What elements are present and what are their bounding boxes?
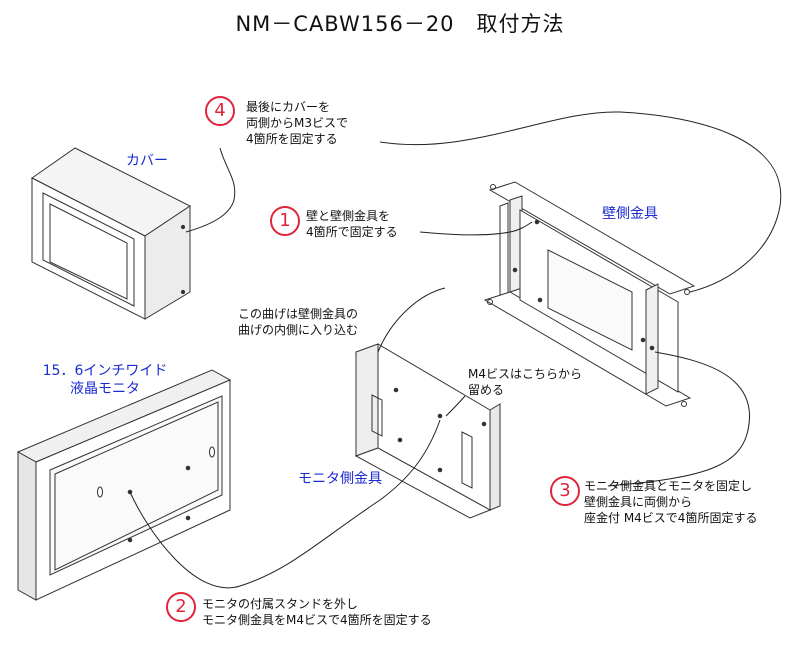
page-title: NM－CABW156－20 取付方法 bbox=[235, 12, 565, 36]
step-4-line-2: 両側からM3ビスで bbox=[246, 116, 348, 130]
step-4-number: 4 bbox=[205, 96, 235, 126]
step-1-line-1: 壁と壁側金具を bbox=[306, 209, 391, 223]
step-4-text: 最後にカバーを 両側からM3ビスで 4箇所を固定する bbox=[246, 99, 348, 147]
step-2-line-1: モニタの付属スタンドを外し bbox=[202, 597, 359, 611]
step-2-number: 2 bbox=[166, 592, 196, 622]
m4-note: M4ビスはこちらから 留める bbox=[468, 366, 582, 398]
step-1-number: 1 bbox=[270, 206, 300, 236]
step-2-text: モニタの付属スタンドを外し モニタ側金具をM4ビスで4箇所を固定する bbox=[202, 596, 432, 628]
step-2-line-2: モニタ側金具をM4ビスで4箇所を固定する bbox=[202, 613, 432, 627]
wall-bracket-drawing bbox=[483, 181, 696, 407]
step-3-line-2: 壁側金具に両側から bbox=[584, 495, 693, 509]
step-4-line-1: 最後にカバーを bbox=[246, 100, 331, 114]
bend-note: この曲げは壁側金具の 曲げの内側に入り込む bbox=[238, 306, 358, 338]
leader-lines bbox=[129, 111, 782, 589]
bend-note-line-2: 曲げの内側に入り込む bbox=[238, 323, 359, 337]
monitor-bracket-drawing bbox=[354, 343, 501, 519]
step-4-line-3: 4箇所を固定する bbox=[246, 132, 338, 146]
step-1-line-2: 4箇所で固定する bbox=[306, 225, 398, 239]
m4-note-line-2: 留める bbox=[468, 383, 505, 397]
m4-note-line-1: M4ビスはこちらから bbox=[468, 367, 582, 381]
step-3-line-1: モニタ側金具とモニタを固定し bbox=[584, 479, 753, 493]
cover-label: カバー bbox=[126, 153, 168, 169]
monitor-label-line-1: 15．6インチワイド bbox=[42, 363, 168, 379]
step-3-number: 3 bbox=[550, 476, 580, 506]
monitor-label-line-2: 液晶モニタ bbox=[70, 381, 140, 397]
monitor-drawing bbox=[16, 369, 232, 601]
monitor-bracket-label: モニタ側金具 bbox=[298, 471, 382, 487]
monitor-label: 15．6インチワイド 液晶モニタ bbox=[30, 362, 180, 398]
step-1-text: 壁と壁側金具を 4箇所で固定する bbox=[306, 208, 398, 240]
wall-bracket-label: 壁側金具 bbox=[602, 206, 658, 222]
step-3-line-3: 座金付 M4ビスで4箇所固定する bbox=[584, 511, 758, 525]
step-3-text: モニタ側金具とモニタを固定し 壁側金具に両側から 座金付 M4ビスで4箇所固定す… bbox=[584, 478, 757, 526]
cover-drawing bbox=[31, 147, 191, 320]
bend-note-line-1: この曲げは壁側金具の bbox=[238, 307, 359, 321]
